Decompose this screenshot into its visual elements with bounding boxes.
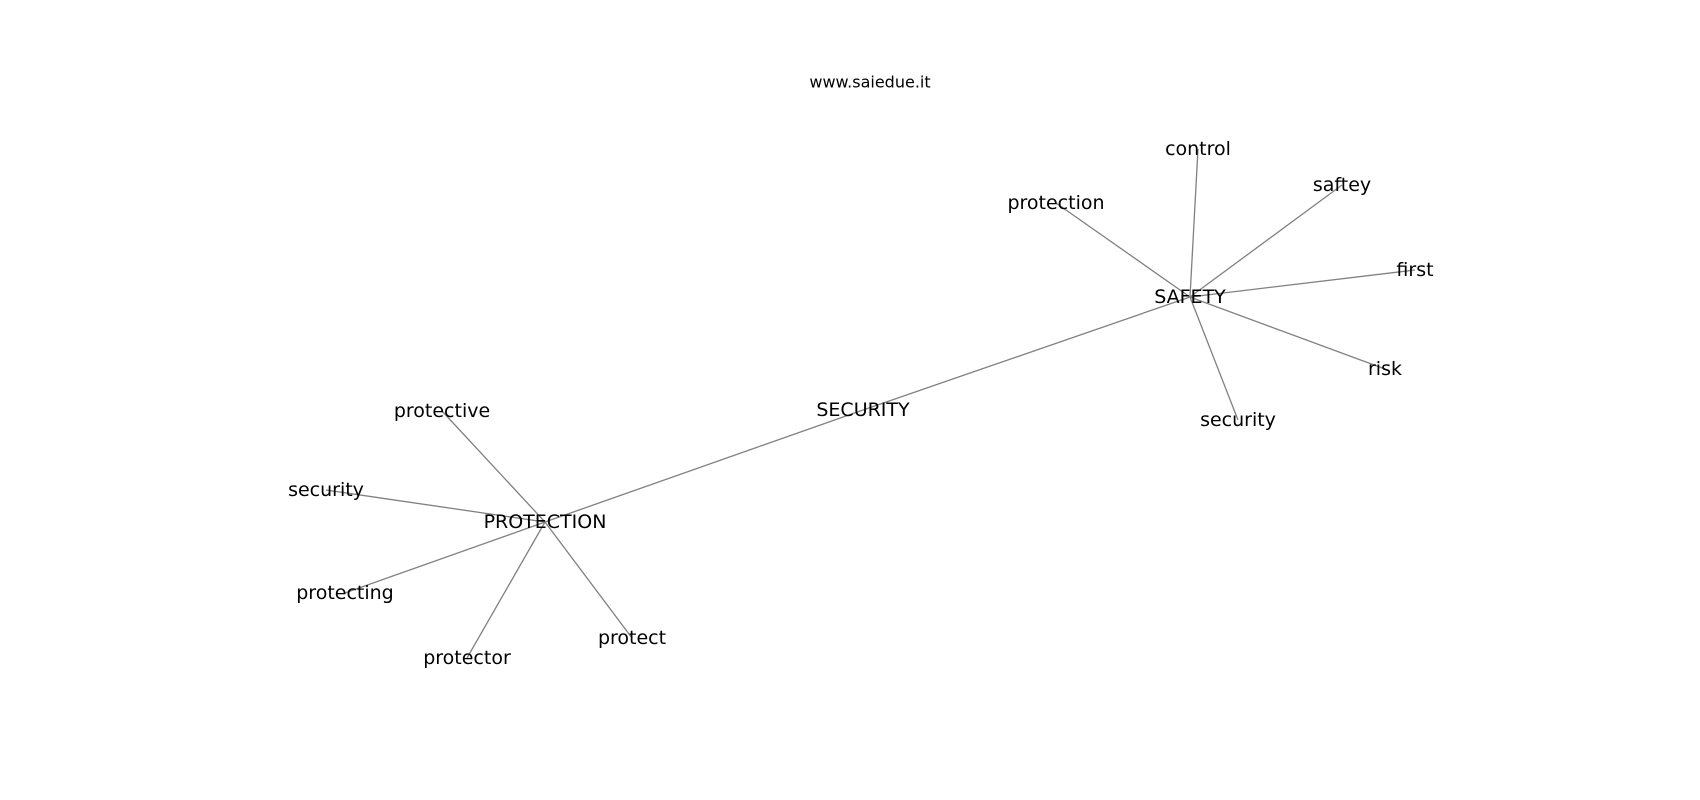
node-label-safety: SAFETY — [1154, 286, 1226, 308]
node-label-saftey: saftey — [1313, 174, 1371, 196]
edge-safety-first — [1189, 269, 1416, 298]
node-label-risk: risk — [1368, 358, 1402, 380]
edge-protection_hub-security_protection — [325, 489, 546, 523]
edge-security_center-safety — [862, 296, 1191, 411]
node-label-protection_leaf: protection — [1007, 192, 1104, 214]
node-label-security_safety: security — [1200, 409, 1276, 431]
node-label-protect: protect — [598, 627, 666, 649]
edge-safety-saftey — [1189, 184, 1343, 298]
edge-security_center-protection_hub — [544, 409, 864, 523]
edge-protection_hub-protecting — [344, 521, 546, 594]
site-caption: www.saiedue.it — [809, 73, 930, 92]
node-label-protector: protector — [423, 647, 511, 669]
node-label-protecting: protecting — [296, 582, 394, 604]
edge-safety-protection_leaf — [1055, 202, 1191, 298]
node-label-first: first — [1396, 259, 1433, 281]
node-label-control: control — [1165, 138, 1231, 160]
node-label-security_protection: security — [288, 479, 364, 501]
diagram-nodes: SECURITY SAFETY PROTECTION control saftey pro… — [288, 138, 1434, 669]
node-label-protective: protective — [394, 400, 490, 422]
edge-protection_hub-protector — [466, 521, 546, 659]
edge-safety-security_safety — [1189, 296, 1239, 421]
edge-safety-control — [1189, 148, 1199, 298]
edge-safety-risk — [1189, 296, 1386, 370]
diagram-edges — [325, 148, 1416, 659]
edge-protection_hub-protect — [544, 521, 633, 639]
edge-protection_hub-protective — [441, 410, 546, 523]
node-label-security_center: SECURITY — [816, 399, 910, 421]
node-label-protection_hub: PROTECTION — [484, 511, 607, 533]
